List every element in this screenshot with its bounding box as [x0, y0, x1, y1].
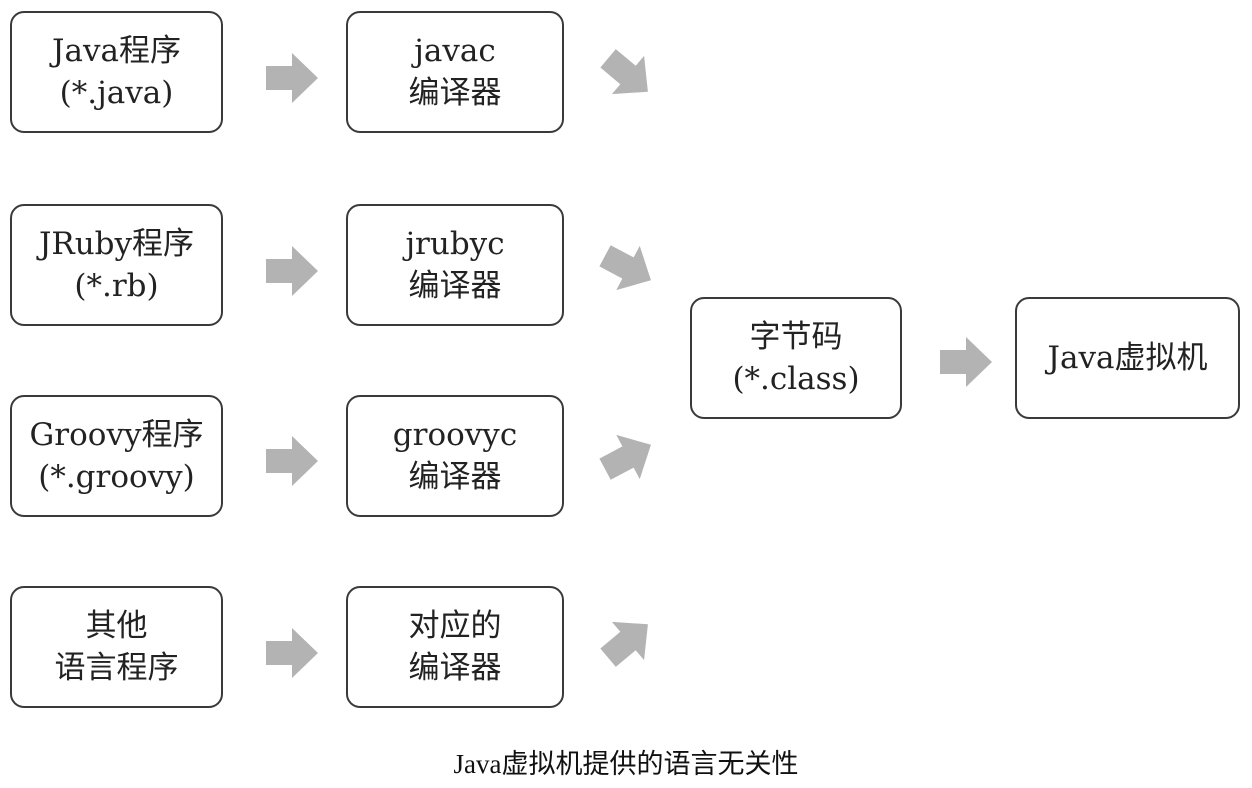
compiler-label: 对应的 — [408, 608, 502, 644]
compiler-label: jrubyc — [405, 226, 505, 262]
compiler-box-groovyc: groovyc 编译器 — [346, 395, 564, 517]
source-label: JRuby程序 — [38, 226, 195, 262]
compiler-label: 编译器 — [408, 650, 502, 686]
bytecode-box: 字节码 (*.class) — [690, 297, 902, 419]
arrow-right-icon — [266, 436, 318, 486]
source-box-jruby: JRuby程序 (*.rb) — [10, 204, 223, 326]
bytecode-label: 字节码 — [749, 319, 843, 355]
jvm-box: Java虚拟机 — [1015, 297, 1240, 419]
source-box-groovy: Groovy程序 (*.groovy) — [10, 395, 223, 517]
arrow-up-right-icon — [599, 432, 654, 482]
source-label: 其他 — [85, 608, 148, 644]
arrow-right-icon — [266, 628, 318, 678]
source-extension: (*.groovy) — [38, 459, 195, 495]
compiler-box-javac: javac 编译器 — [346, 11, 564, 133]
compiler-box-jrubyc: jrubyc 编译器 — [346, 204, 564, 326]
arrow-right-icon — [266, 246, 318, 296]
compiler-box-other: 对应的 编译器 — [346, 586, 564, 708]
compiler-label: 编译器 — [408, 75, 502, 111]
source-label: 语言程序 — [54, 650, 179, 686]
compiler-label: groovyc — [392, 417, 518, 453]
arrow-up-right-icon — [600, 616, 654, 667]
compiler-label: javac — [414, 33, 496, 69]
bytecode-extension: (*.class) — [732, 361, 860, 397]
compiler-label: 编译器 — [408, 268, 502, 304]
arrow-right-icon — [266, 53, 318, 103]
source-box-java: Java程序 (*.java) — [10, 11, 223, 133]
source-extension: (*.java) — [59, 75, 174, 111]
arrow-down-right-icon — [599, 243, 654, 293]
source-label: Java程序 — [52, 33, 181, 69]
arrow-right-icon — [940, 337, 992, 387]
jvm-label: Java虚拟机 — [1047, 340, 1208, 376]
source-box-other: 其他 语言程序 — [10, 586, 223, 708]
arrow-down-right-icon — [600, 49, 654, 100]
figure-caption: Java虚拟机提供的语言无关性 — [453, 749, 799, 779]
source-extension: (*.rb) — [74, 268, 159, 304]
source-label: Groovy程序 — [29, 417, 204, 453]
compiler-label: 编译器 — [408, 459, 502, 495]
